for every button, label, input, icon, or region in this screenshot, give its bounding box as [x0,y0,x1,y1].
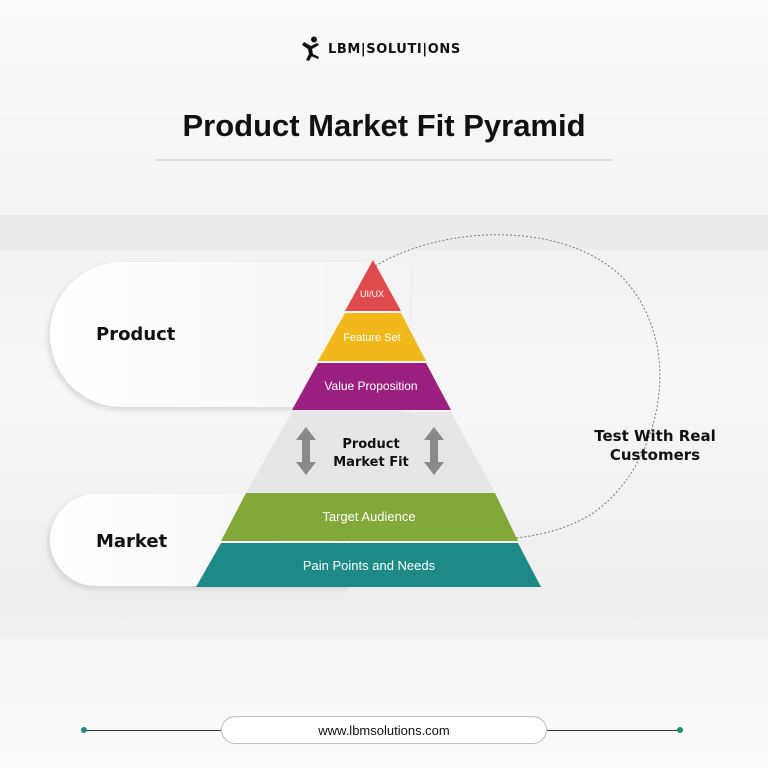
up-down-arrow-icon-right [424,427,444,475]
footer-dot-right [677,727,683,733]
layer-label-pain-points: Pain Points and Needs [303,558,436,573]
website-link[interactable]: www.lbmsolutions.com [221,716,547,744]
website-url: www.lbmsolutions.com [318,722,450,738]
logo-text: LBM|SOLUTI|ONS [328,41,461,57]
layer-label-feature-set: Feature Set [343,332,400,344]
center-label-line-1: Product [342,437,399,452]
footer-dot-left [81,727,87,733]
market-label: Market [96,531,168,552]
layer-value-proposition [292,363,451,410]
layer-product-market-fit [246,412,495,493]
layer-label-value-proposition: Value Proposition [324,379,417,393]
layer-target-audience [221,493,518,541]
callout-line-1: Test With Real [594,427,716,445]
title-divider [155,159,613,161]
product-label: Product [96,324,176,345]
layer-label-target-audience: Target Audience [322,509,415,524]
layer-ui-ux [345,260,401,311]
layer-label-ui-ux: UI/UX [360,289,384,299]
footer-rule-right [547,730,679,731]
page-title: Product Market Fit Pyramid [182,108,586,143]
brand-logo[interactable]: LBM|SOLUTI|ONS [300,34,470,64]
layer-feature-set [318,313,426,361]
up-down-arrow-icon-left [296,427,316,475]
running-person-icon [300,36,322,62]
callout-line-2: Customers [609,446,701,464]
feedback-loop-arc [371,234,661,541]
test-callout: Test With Real Customers [570,427,740,465]
footer-rule-left [84,730,221,731]
layer-pain-points [196,543,541,587]
center-label-line-2: Market Fit [333,455,409,470]
